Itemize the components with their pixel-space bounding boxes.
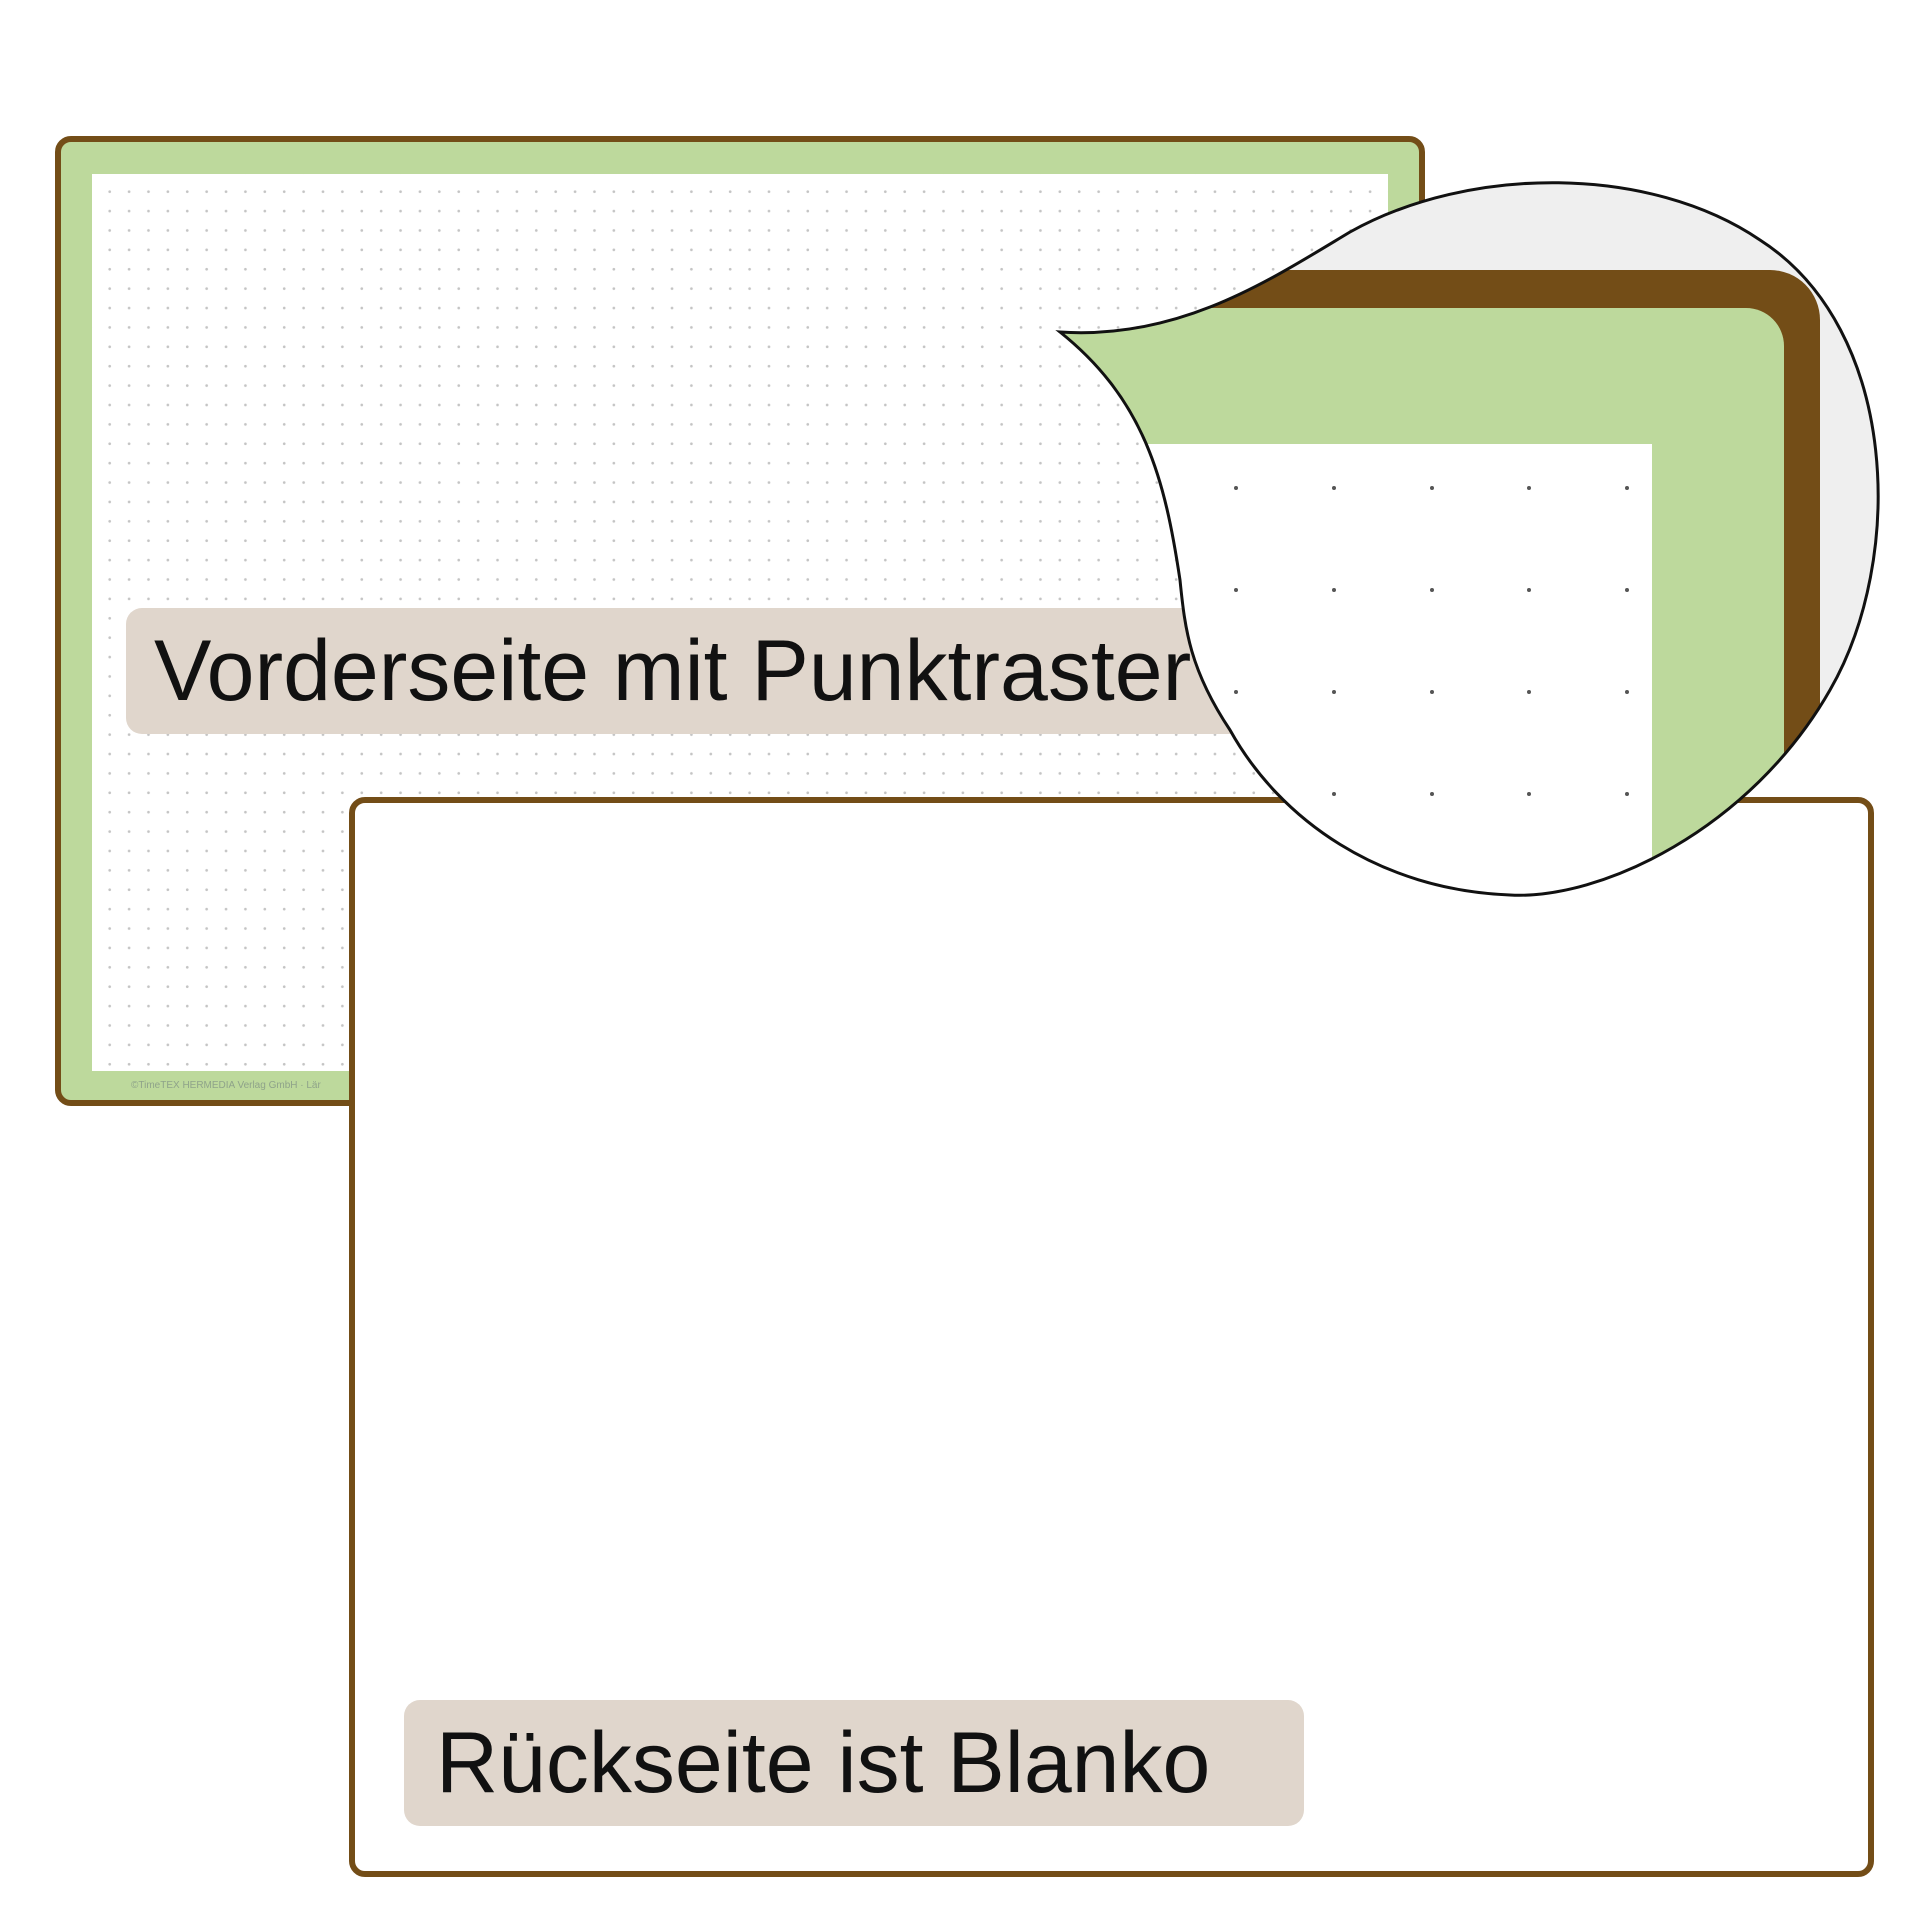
back-side-label: Rückseite ist Blanko	[404, 1700, 1304, 1826]
callout-outline	[1055, 181, 1880, 897]
copyright-footer: ©TimeTEX HERMEDIA Verlag GmbH · Lär	[131, 1080, 321, 1091]
front-side-label: Vorderseite mit Punktraster	[126, 608, 1310, 734]
back-card	[349, 797, 1874, 1877]
zoomed-corner	[1060, 182, 1879, 896]
